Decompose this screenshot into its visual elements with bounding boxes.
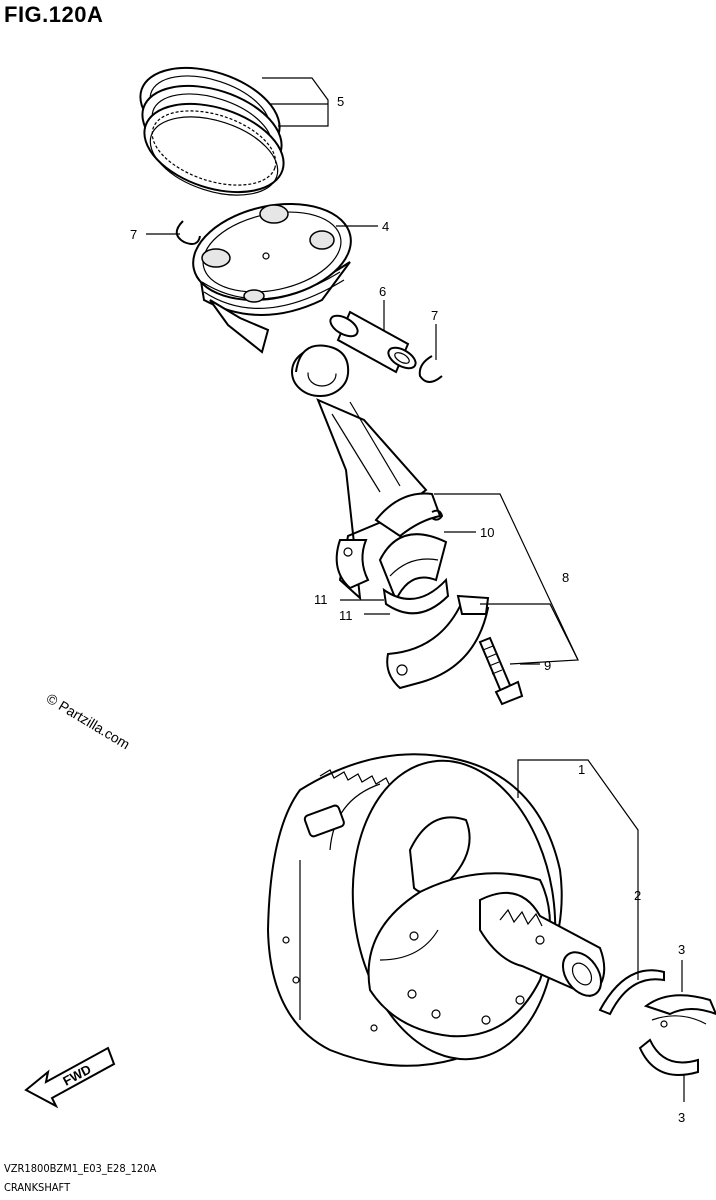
- callout-7-right: 7: [431, 308, 438, 323]
- figure-title: FIG.120A: [4, 2, 104, 27]
- callout-2: 2: [634, 888, 641, 903]
- callout-9: 9: [544, 658, 551, 673]
- crankshaft-part: [266, 753, 606, 1067]
- connecting-rod-part: [291, 344, 490, 690]
- callout-6: 6: [379, 284, 386, 299]
- thrust-washer-part: [598, 969, 665, 1016]
- circlip-part-right: [418, 355, 443, 383]
- callout-10: 10: [480, 525, 494, 540]
- callout-7-left: 7: [130, 227, 137, 242]
- callout-3-upper: 3: [678, 942, 685, 957]
- callout-3-lower: 3: [678, 1110, 685, 1125]
- main-bearing-part: [638, 994, 716, 1076]
- callout-4: 4: [382, 219, 389, 234]
- callout-11-upper: 11: [314, 592, 328, 607]
- callout-5: 5: [337, 94, 344, 109]
- diagram-name: CRANKSHAFT: [4, 1181, 71, 1194]
- leader-lines: [146, 77, 685, 1102]
- diagram-code: VZR1800BZM1_E03_E28_120A: [4, 1162, 157, 1175]
- callout-11-lower: 11: [339, 608, 353, 623]
- fwd-arrow-icon: FWD: [24, 1046, 116, 1109]
- piston-part: [192, 203, 352, 354]
- callout-8: 8: [562, 570, 569, 585]
- circlip-part-left: [175, 220, 201, 245]
- rod-bolt-part: [478, 636, 524, 706]
- piston-rings-part: [139, 66, 285, 196]
- callout-1: 1: [578, 762, 585, 777]
- piston-pin-part: [329, 310, 417, 374]
